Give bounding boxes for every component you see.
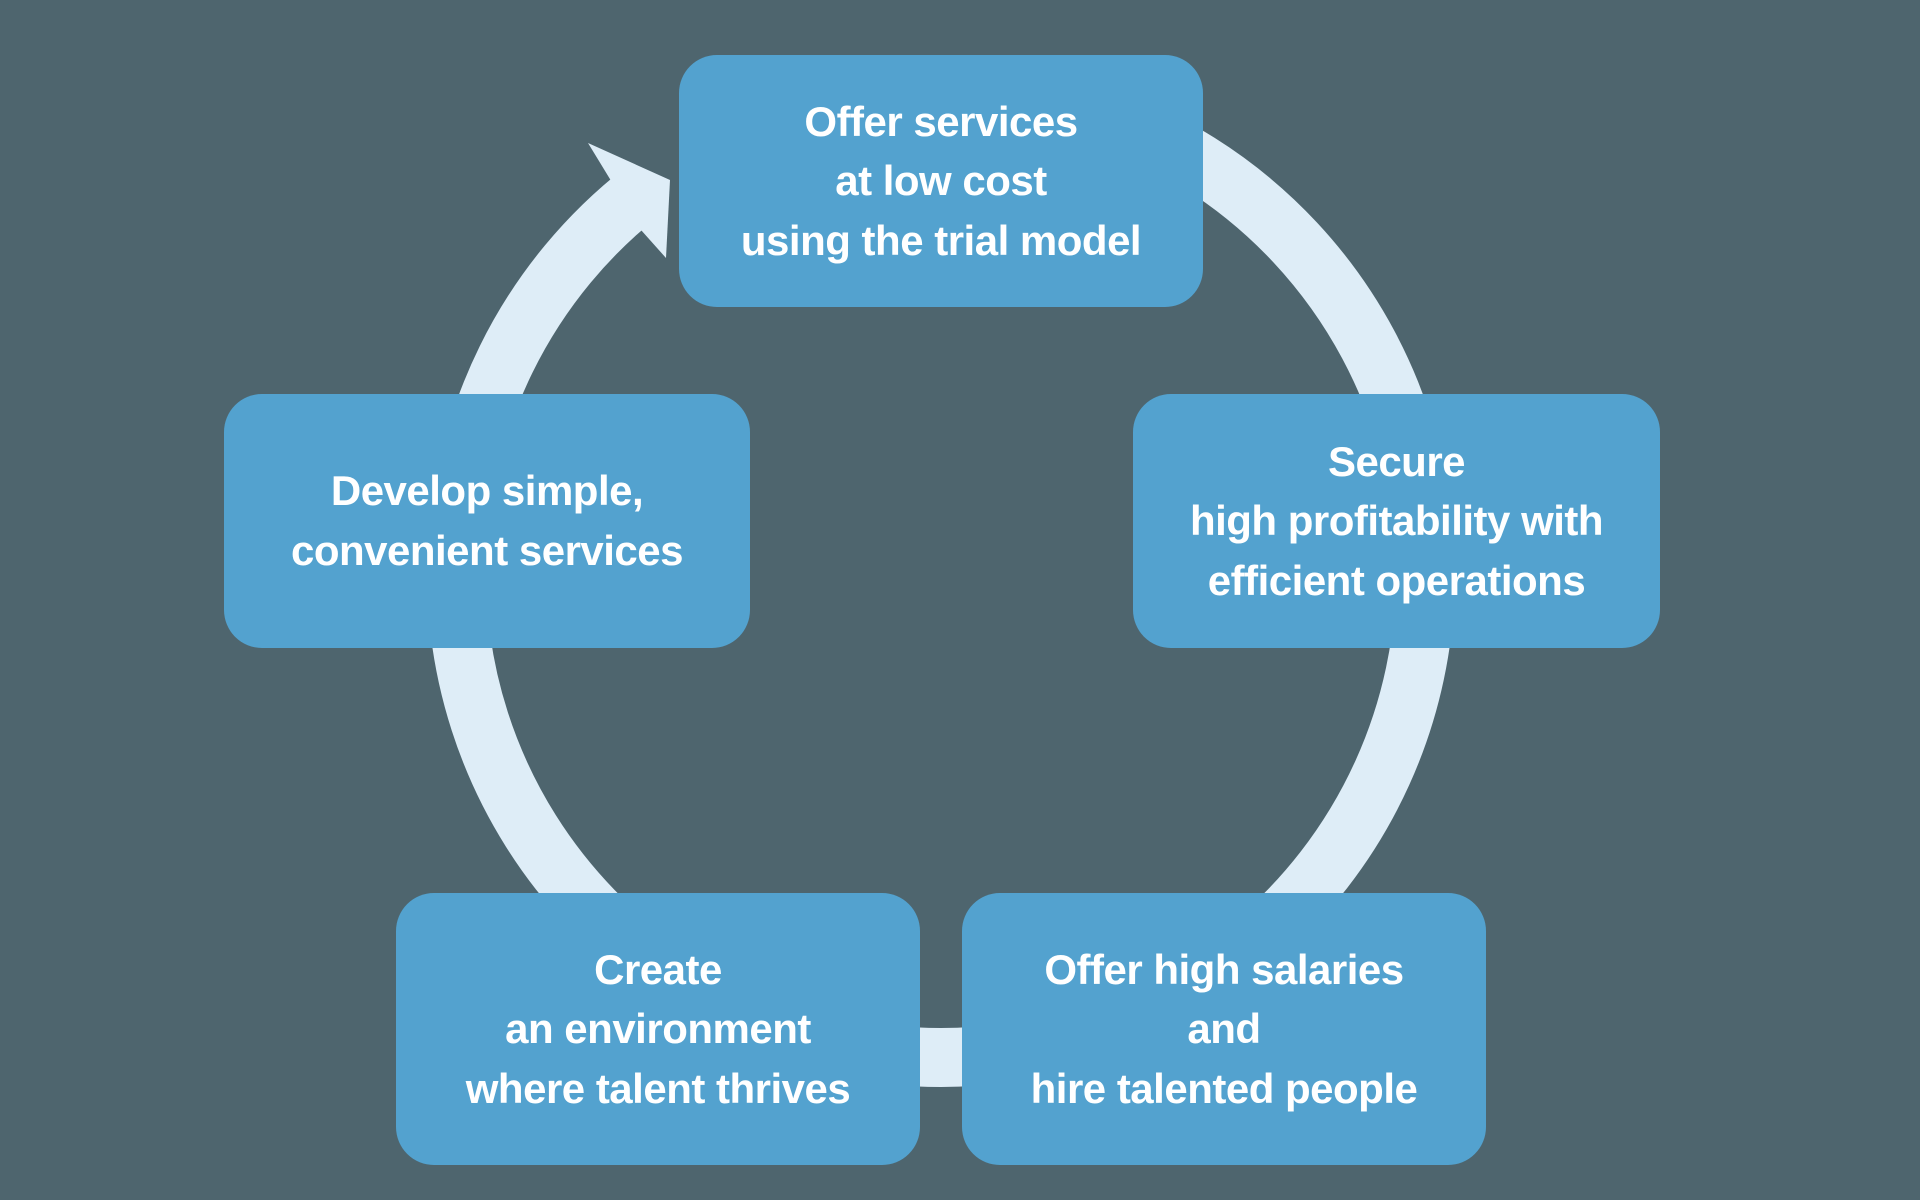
node-offer-services: Offer services at low cost using the tri… bbox=[679, 55, 1203, 307]
node-label-line: where talent thrives bbox=[465, 1064, 851, 1112]
node-label-line: at low cost bbox=[835, 157, 1047, 205]
node-label-line: an environment bbox=[505, 1005, 811, 1053]
node-label-line: hire talented people bbox=[1030, 1064, 1418, 1112]
arrow-head bbox=[588, 143, 670, 258]
node-offer-high-salaries: Offer high salaries and hire talented pe… bbox=[962, 893, 1486, 1165]
node-label-line: Offer services bbox=[804, 97, 1078, 145]
node-label-line: using the trial model bbox=[740, 216, 1142, 264]
node-label-line: efficient operations bbox=[1207, 556, 1586, 604]
node-label-line: Create bbox=[594, 945, 722, 993]
node-label-line: convenient services bbox=[290, 527, 684, 574]
node-label-line: Secure bbox=[1327, 437, 1466, 485]
node-label-line: and bbox=[1187, 1005, 1261, 1053]
node-develop-services: Develop simple, convenient services bbox=[224, 394, 750, 648]
node-label-line: Offer high salaries bbox=[1044, 945, 1404, 993]
node-secure-profitability: Secure high profitability with efficient… bbox=[1133, 394, 1660, 648]
node-label-line: high profitability with bbox=[1189, 497, 1604, 545]
node-create-environment: Create an environment where talent thriv… bbox=[396, 893, 920, 1165]
node-label-line: Develop simple, bbox=[330, 467, 644, 515]
